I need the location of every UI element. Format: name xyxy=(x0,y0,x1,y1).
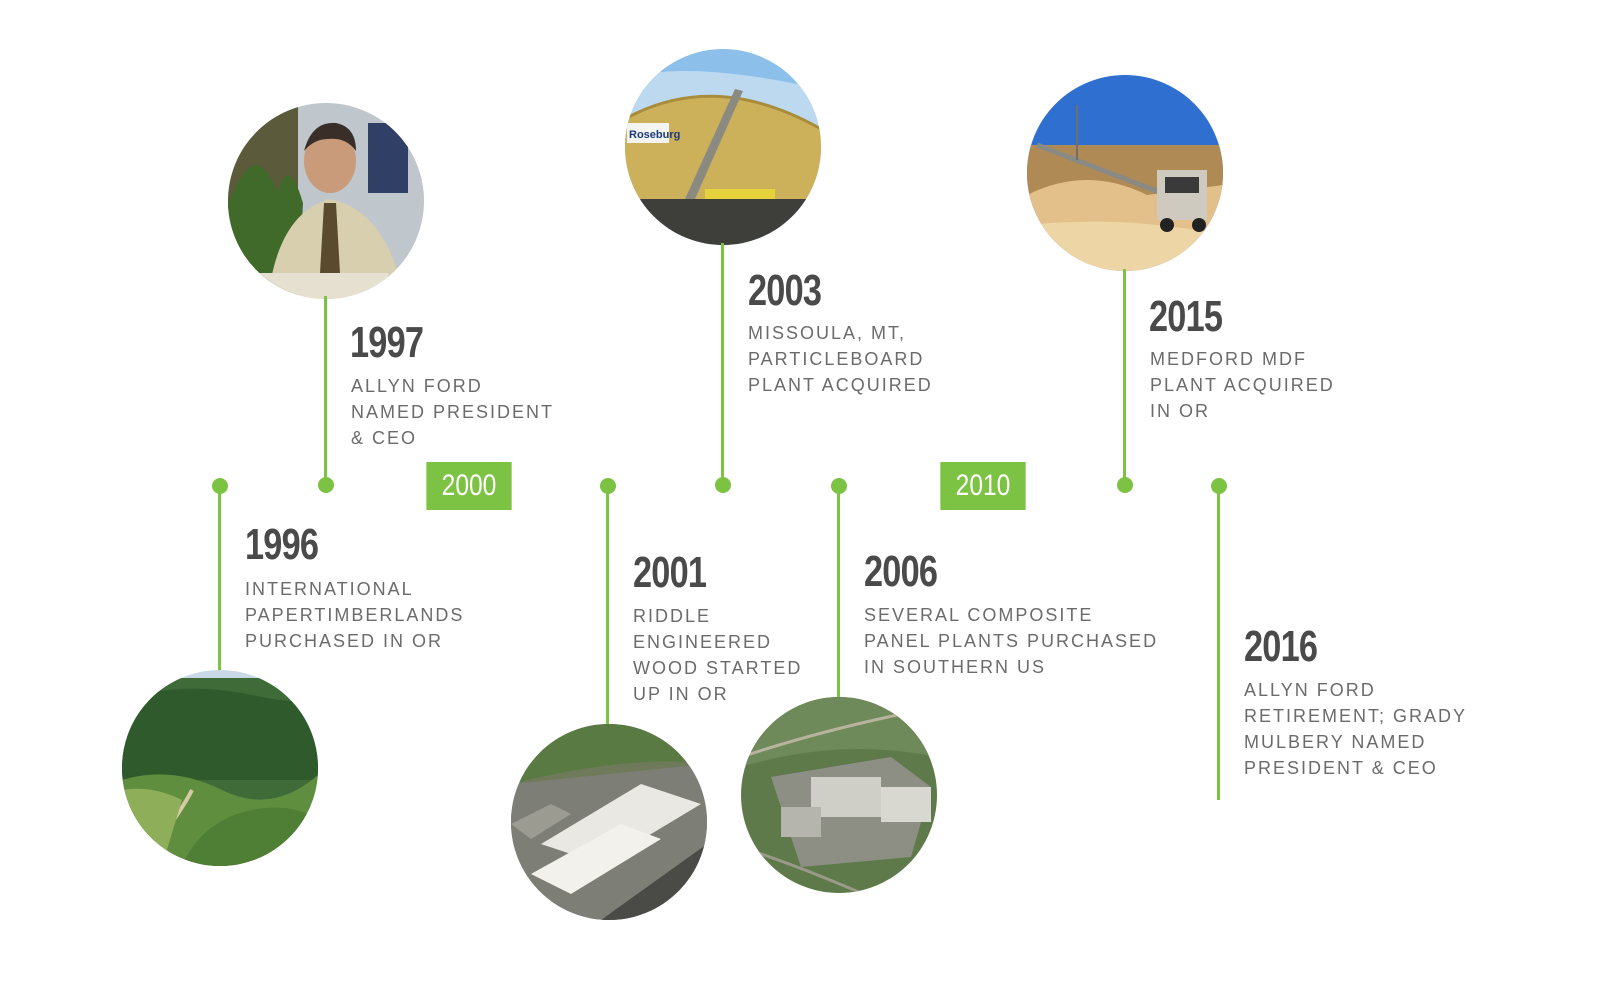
forest-hillside-photo xyxy=(122,670,318,866)
year-2016: 2016 xyxy=(1244,622,1318,671)
description-2016: Allyn Ford retirement; Grady Mulbery nam… xyxy=(1244,680,1468,778)
description-1996: International PaperTimberlands purchased… xyxy=(245,579,465,651)
connector-2003 xyxy=(721,243,724,485)
connector-2006 xyxy=(837,486,840,700)
connector-1997 xyxy=(324,296,327,485)
timeline-dot-1997 xyxy=(318,477,334,493)
year-2006: 2006 xyxy=(864,547,938,596)
connector-2015 xyxy=(1123,269,1126,485)
aerial-plant-photo xyxy=(741,697,937,893)
aerial-factory-photo xyxy=(511,724,707,920)
description-2001: Riddle Engineered Wood started up in OR xyxy=(633,606,803,704)
roseburg-sign-text: Roseburg xyxy=(629,129,680,141)
timeline-dot-2003 xyxy=(715,477,731,493)
decade-marker-2010: 2010 xyxy=(940,462,1026,510)
description-2006: Several composite panel plants purchased… xyxy=(864,605,1159,677)
connector-2016 xyxy=(1217,486,1220,800)
year-1996: 1996 xyxy=(245,520,319,569)
timeline-dot-2015 xyxy=(1117,477,1133,493)
year-2001: 2001 xyxy=(633,548,707,597)
portrait-photo xyxy=(228,103,424,299)
description-2015: Medford MDF plant acquired in OR xyxy=(1150,349,1335,421)
description-2003: Missoula, MT, Particleboard plant acquir… xyxy=(748,323,933,395)
conveyor-truck-photo xyxy=(1027,75,1223,271)
decade-marker-2000: 2000 xyxy=(426,462,512,510)
connector-1996 xyxy=(218,486,221,674)
connector-2001 xyxy=(606,486,609,726)
year-1997: 1997 xyxy=(350,318,424,367)
roseburg-building-photo: Roseburg xyxy=(625,49,821,245)
year-2003: 2003 xyxy=(748,266,822,315)
description-1997: Allyn Ford named President & CEO xyxy=(351,376,555,448)
year-2015: 2015 xyxy=(1149,292,1223,341)
